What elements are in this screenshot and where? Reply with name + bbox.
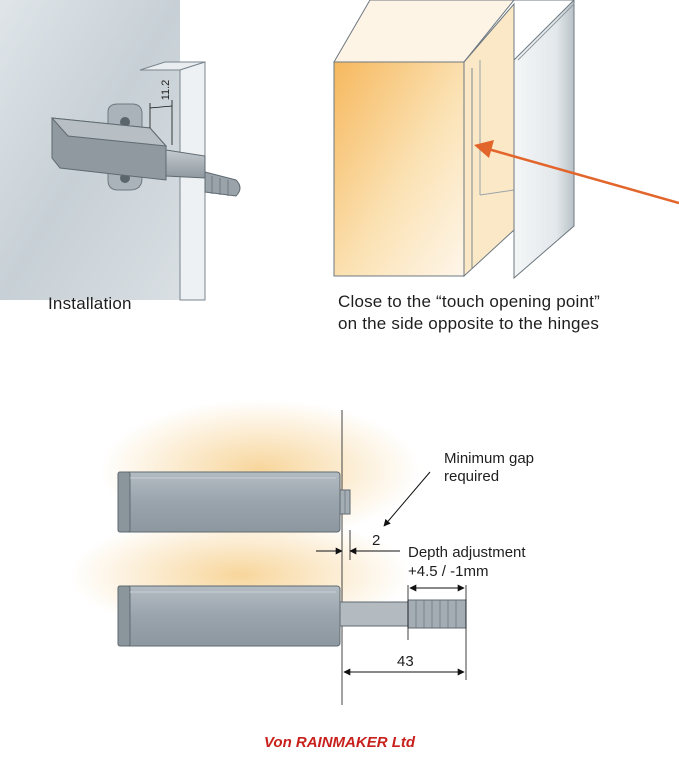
cabinet-door [513,0,575,280]
placement-caption-line2: on the side opposite to the hinges [338,314,600,333]
cabinet-illustration [333,0,679,280]
depth-range-label: +4.5 / -1mm [408,563,489,580]
panel-thickness [179,61,206,301]
cabinet-body [333,61,465,277]
screw-top [120,117,130,127]
latch-closed-body [117,471,341,533]
installation-caption: Installation [48,294,132,313]
brand-footer: Von RAINMAKER Ltd [263,734,416,751]
min-gap-label-line2: required [444,468,500,485]
plunger-tip [204,171,241,197]
touch-point-arrow [487,147,679,205]
latch-open-sleeve [339,601,411,627]
min-gap-leader [383,471,431,527]
dimension-11-2: 11.2 [160,80,172,101]
depth-adjustment-label: Depth adjustment [408,544,526,561]
touch-point-arrowhead [474,140,494,158]
placement-caption-line1: Close to the “touch opening point” [338,292,600,311]
latch-open-body [117,585,341,647]
min-gap-label-line1: Minimum gap [444,450,535,467]
travel-value: 43 [397,653,414,670]
cabinet-top [333,0,574,63]
side-view-diagram [70,400,467,705]
latch-open-plunger [407,599,467,629]
gap-value: 2 [372,532,381,549]
installation-illustration: 11.2 [0,0,241,301]
